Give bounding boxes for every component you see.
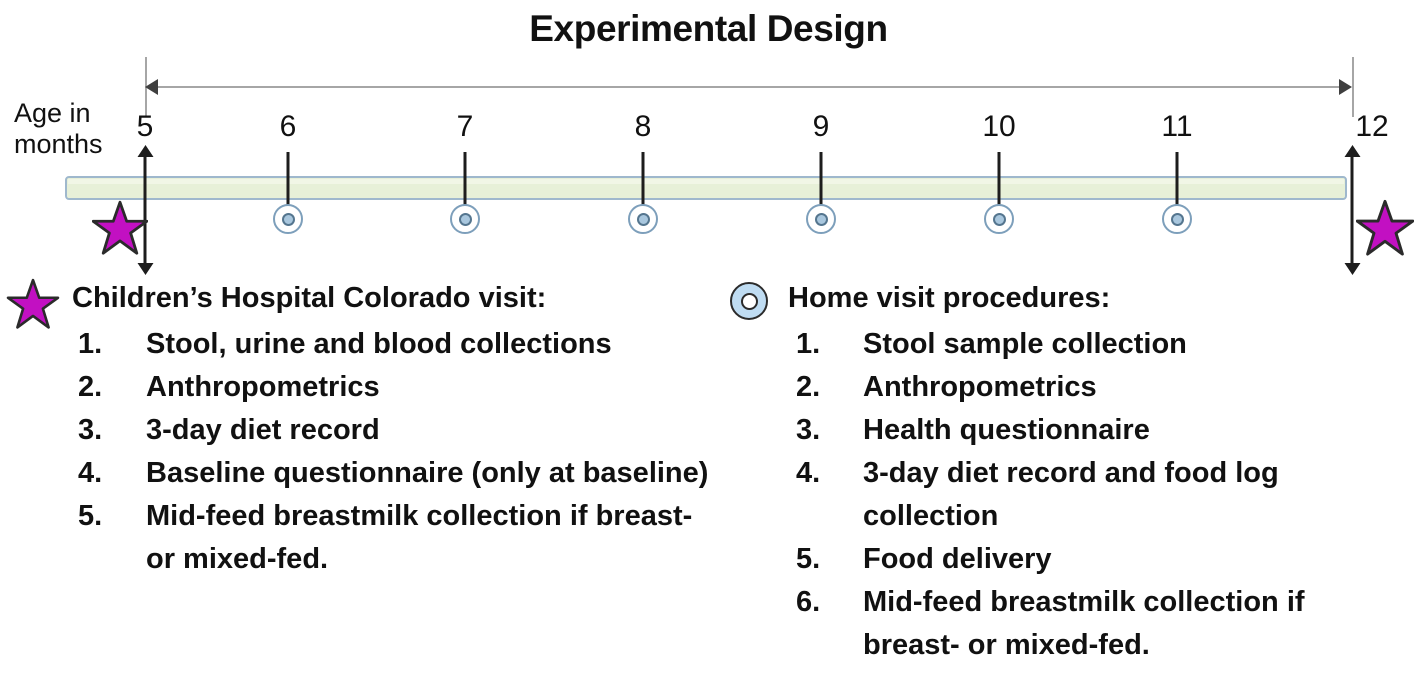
span-rule-end	[1352, 57, 1354, 117]
axis-label: Age in months	[14, 98, 140, 160]
star-icon	[6, 278, 62, 329]
legend-home-column: Home visit procedures: Stool sample coll…	[726, 278, 1406, 667]
home-visit-marker-8	[628, 204, 658, 234]
list-item: Stool, urine and blood collections	[78, 323, 612, 366]
tick-label-7: 7	[456, 110, 474, 143]
figure-title: Experimental Design	[529, 8, 888, 49]
home-visit-marker-7	[450, 204, 480, 234]
tick-label-8: 8	[634, 110, 652, 143]
tick-mark-7	[463, 152, 467, 207]
tick-label-12: 12	[1355, 110, 1389, 143]
list-item: Mid-feed breastmilk collection if breast…	[796, 581, 1305, 661]
home-visit-marker-10	[984, 204, 1014, 234]
list-item: Anthropometrics	[78, 366, 380, 409]
span-arrow-line	[150, 86, 1350, 88]
list-item: Food delivery	[796, 538, 1052, 581]
list-item: Stool sample collection	[796, 323, 1187, 366]
list-item: Anthropometrics	[796, 366, 1097, 409]
tick-label-5: 5	[136, 110, 154, 143]
hospital-visit-star-icon-5	[92, 200, 148, 256]
endpoint-arrow-5	[143, 156, 147, 264]
list-item: 3-day diet record and food log collectio…	[796, 452, 1279, 532]
span-arrow-left-head-icon	[145, 79, 158, 95]
tick-label-11: 11	[1161, 110, 1193, 143]
hospital-visit-star-icon-12	[1356, 199, 1414, 257]
legend-home-heading: Home visit procedures:	[788, 282, 1111, 314]
tick-label-10: 10	[982, 110, 1016, 143]
list-item: Mid-feed breastmilk collection if breast…	[78, 495, 693, 575]
axis-label-line1: Age in	[14, 98, 91, 128]
ring-icon-shape	[730, 282, 768, 320]
legend-home-heading-row: Home visit procedures:	[726, 278, 1406, 322]
tick-mark-6	[286, 152, 290, 207]
tick-mark-11	[1175, 152, 1179, 207]
endpoint-arrow-12	[1350, 156, 1354, 264]
legend-hospital-list: Stool, urine and blood collections Anthr…	[6, 323, 726, 581]
list-item: 3-day diet record	[78, 409, 380, 452]
list-item: Health questionnaire	[796, 409, 1150, 452]
tick-label-6: 6	[279, 110, 297, 143]
home-visit-marker-9	[806, 204, 836, 234]
legend-hospital-heading-row: Children’s Hospital Colorado visit:	[6, 278, 726, 329]
home-visit-marker-6	[273, 204, 303, 234]
tick-mark-8	[641, 152, 645, 207]
tick-mark-10	[997, 152, 1001, 207]
legend-hospital-heading: Children’s Hospital Colorado visit:	[72, 282, 547, 314]
tick-label-9: 9	[812, 110, 830, 143]
axis-label-line2: months	[14, 129, 103, 159]
legend-hospital-column: Children’s Hospital Colorado visit: Stoo…	[6, 278, 726, 581]
home-visit-marker-11	[1162, 204, 1192, 234]
legend-home-list: Stool sample collection Anthropometrics …	[726, 323, 1406, 667]
span-arrow-right-head-icon	[1339, 79, 1352, 95]
list-item: Baseline questionnaire (only at baseline…	[78, 452, 709, 495]
timeline-bar	[65, 176, 1347, 200]
tick-mark-9	[819, 152, 823, 207]
ring-icon	[726, 278, 778, 322]
